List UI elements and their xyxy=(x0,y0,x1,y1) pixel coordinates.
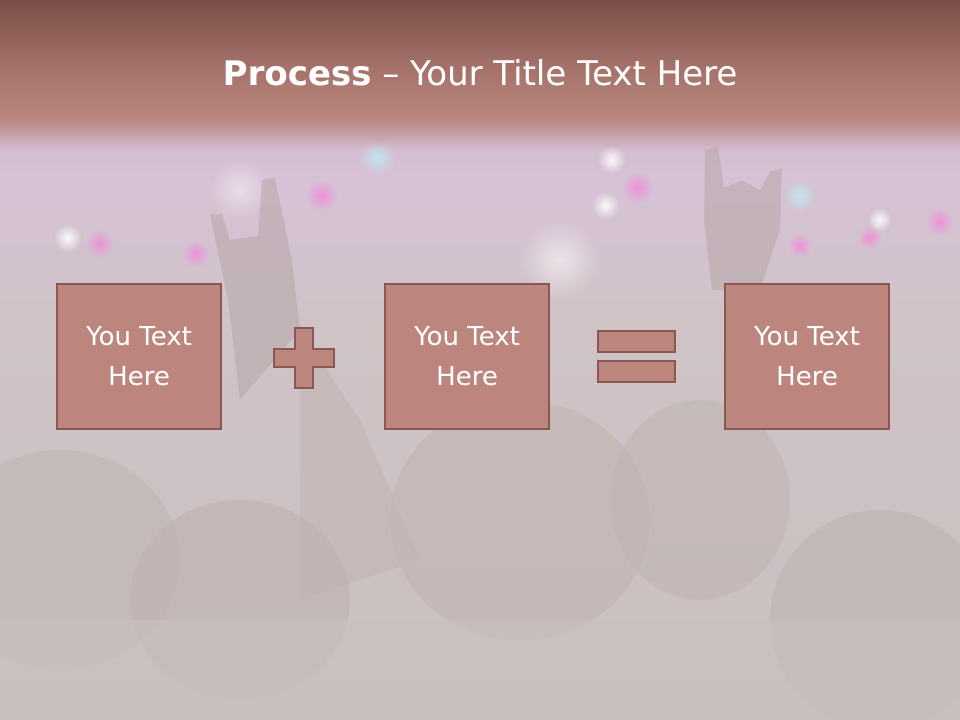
process-box-2-text: You Text Here xyxy=(414,321,520,392)
process-box-2[interactable]: You Text Here xyxy=(384,283,550,430)
slide-title: Process – Your Title Text Here xyxy=(0,52,960,96)
process-box-1[interactable]: You Text Here xyxy=(56,283,222,430)
equals-icon xyxy=(597,330,676,383)
process-box-1-text: You Text Here xyxy=(86,321,192,392)
process-box-3[interactable]: You Text Here xyxy=(724,283,890,430)
plus-icon xyxy=(273,327,335,389)
title-rest: Your Title Text Here xyxy=(410,54,738,94)
title-separator: – xyxy=(371,54,411,94)
title-bold: Process xyxy=(222,54,372,94)
title-band xyxy=(0,0,960,150)
process-box-3-text: You Text Here xyxy=(754,321,860,392)
